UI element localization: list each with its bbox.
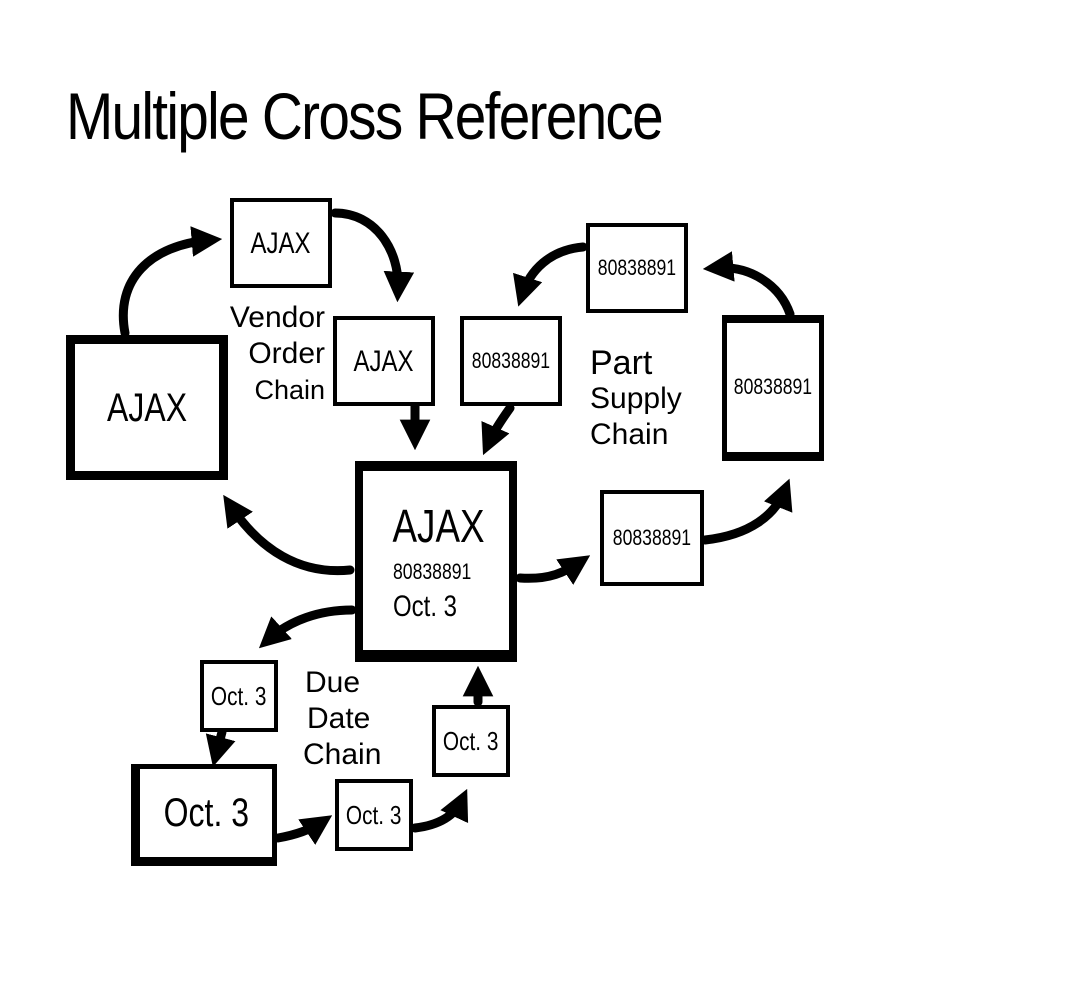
arrow-date1-to-date2 — [205, 727, 236, 767]
part-chain-label: Part Supply Chain — [590, 344, 682, 451]
vendor-box-mid: AJAX — [333, 316, 435, 406]
part-box-mid: 80838891 — [460, 316, 562, 406]
vendor-box-top: AJAX — [230, 198, 332, 288]
arrow-center-to-big-ajax — [223, 494, 355, 576]
due-chain-label: Due Date Chain — [303, 666, 382, 771]
arrow-top-part-to-mid-part — [513, 242, 588, 307]
date-box-4: Oct. 3 — [432, 705, 510, 777]
arrow-right-part-to-top-part — [702, 251, 795, 319]
part-box-top: 80838891 — [586, 223, 688, 313]
center-date-value: Oct. 3 — [393, 589, 458, 623]
arrow-big-ajax-to-top-ajax — [118, 226, 223, 338]
arrow-low-part-to-right-part — [700, 478, 793, 545]
arrow-top-ajax-to-mid-ajax — [330, 208, 415, 303]
page-title: Multiple Cross Reference — [66, 79, 664, 153]
vendor-box-main: AJAX — [66, 335, 228, 480]
part-box-right: 80838891 — [722, 315, 824, 461]
arrow-date2-to-date3 — [273, 815, 333, 845]
date-box-3: Oct. 3 — [335, 779, 413, 851]
arrow-center-to-date1 — [258, 605, 357, 649]
center-vendor-value: AJAX — [392, 500, 486, 552]
date-box-1: Oct. 3 — [200, 660, 278, 732]
vendor-chain-label: Vendor Order Chain — [229, 301, 325, 405]
date-box-2: Oct. 3 — [131, 764, 277, 866]
arrow-date3-to-date4 — [410, 788, 469, 833]
center-part-value: 80838891 — [393, 558, 472, 584]
arrow-mid-part-to-center — [481, 403, 515, 456]
part-box-low: 80838891 — [600, 490, 704, 586]
center-hub-box: AJAX 80838891 Oct. 3 — [355, 461, 517, 662]
arrow-center-to-low-part — [515, 555, 591, 585]
